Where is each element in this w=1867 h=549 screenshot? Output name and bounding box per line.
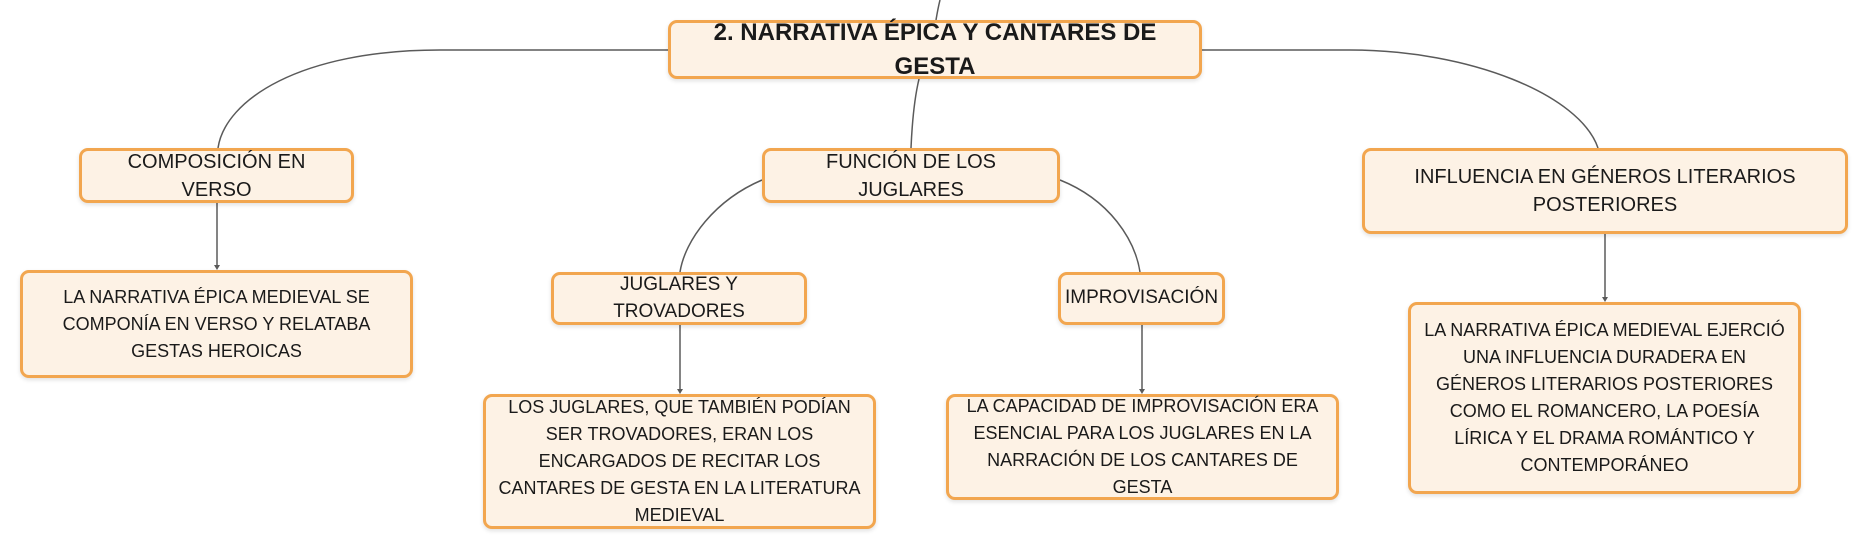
connector-root-to-composicion xyxy=(217,49,668,149)
detail-juglares-y-trovadores[interactable]: LOS JUGLARES, QUE TAMBIÉN PODÍAN SER TRO… xyxy=(483,394,876,529)
detail-composicion-en-verso[interactable]: LA NARRATIVA ÉPICA MEDIEVAL SE COMPONÍA … xyxy=(20,270,413,378)
arrowhead-influencia-detail xyxy=(1602,297,1608,302)
connector-funcion-to-improvisacion xyxy=(1059,179,1141,273)
connector-root-to-funcion xyxy=(910,78,920,149)
arrowhead-juglares-detail xyxy=(677,389,683,394)
root-topic[interactable]: 2. NARRATIVA ÉPICA Y CANTARES DE GESTA xyxy=(668,19,1202,80)
topic-funcion-de-los-juglares[interactable]: FUNCIÓN DE LOS JUGLARES xyxy=(762,148,1060,203)
connector-funcion-to-juglares xyxy=(679,179,763,273)
connector-parent-to-root xyxy=(935,0,941,21)
detail-influencia-generos-literarios[interactable]: LA NARRATIVA ÉPICA MEDIEVAL EJERCIÓ UNA … xyxy=(1408,302,1801,494)
detail-improvisacion[interactable]: LA CAPACIDAD DE IMPROVISACIÓN ERA ESENCI… xyxy=(946,394,1339,500)
topic-juglares-y-trovadores[interactable]: JUGLARES Y TROVADORES xyxy=(551,272,807,325)
connector-root-to-influencia xyxy=(1202,49,1599,149)
topic-composicion-en-verso[interactable]: COMPOSICIÓN EN VERSO xyxy=(79,148,354,203)
topic-influencia-generos-literarios[interactable]: INFLUENCIA EN GÉNEROS LITERARIOS POSTERI… xyxy=(1362,148,1848,234)
topic-improvisacion[interactable]: IMPROVISACIÓN xyxy=(1058,272,1225,325)
arrowhead-composicion-detail xyxy=(214,265,220,270)
arrowhead-improvisacion-detail xyxy=(1139,389,1145,394)
